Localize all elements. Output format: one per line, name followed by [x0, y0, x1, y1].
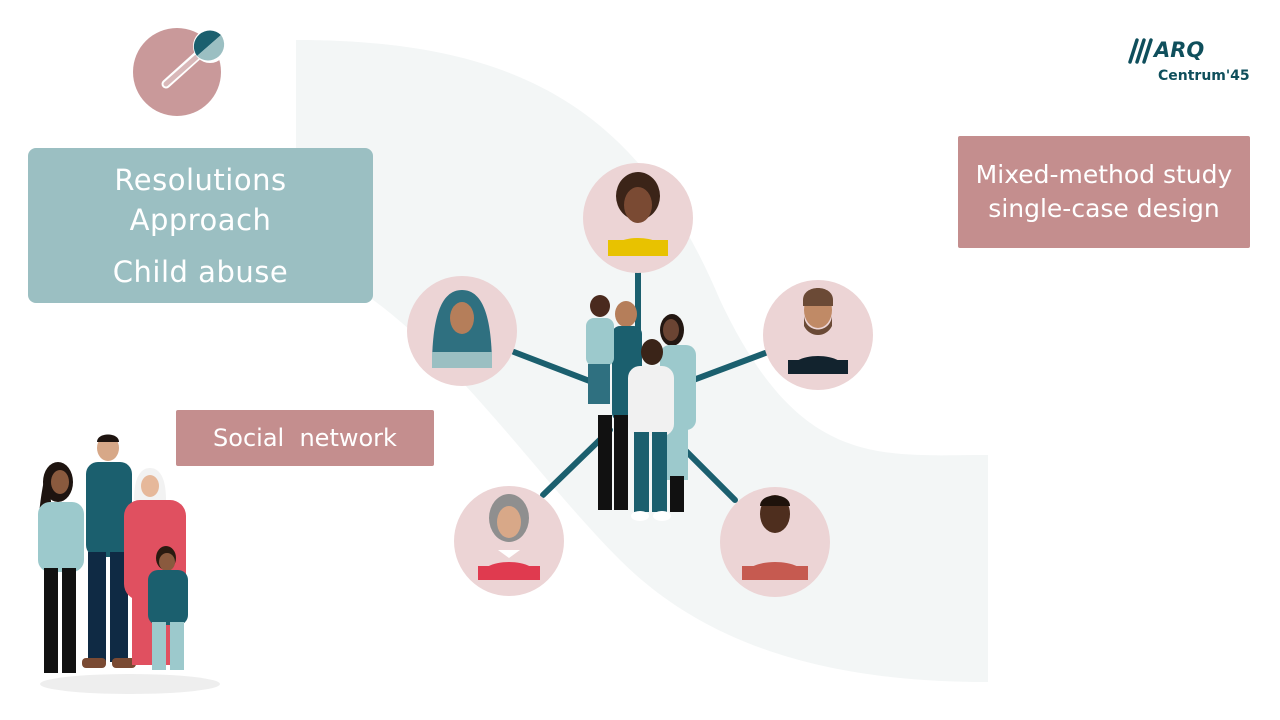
- resolutions-approach-box: Resolutions Approach Child abuse: [28, 148, 373, 303]
- box-line: Mixed-method study: [975, 160, 1233, 189]
- person-icon: [407, 276, 517, 386]
- magnifier-icon: [133, 28, 227, 116]
- person-icon: [583, 163, 693, 273]
- box-line: Child abuse: [112, 254, 289, 289]
- family-group-icon: [38, 434, 220, 694]
- box-line: Resolutions: [114, 162, 287, 197]
- arq-logo: ARQ Centrum'45: [1126, 34, 1256, 94]
- logo-name: ARQ: [1154, 38, 1205, 62]
- box-line: Approach: [129, 202, 272, 237]
- person-icon: [720, 487, 830, 597]
- box-line: single-case design: [988, 194, 1220, 223]
- arq-logo-mark-icon: [1128, 38, 1153, 64]
- box-line: Social network: [213, 424, 397, 452]
- logo-subname: Centrum'45: [1158, 68, 1250, 84]
- central-family-icon: [586, 295, 696, 521]
- mixed-method-box: Mixed-method study single-case design: [958, 136, 1250, 248]
- person-icon: [763, 280, 873, 390]
- person-icon: [454, 486, 564, 596]
- social-network-box: Social network: [176, 410, 434, 466]
